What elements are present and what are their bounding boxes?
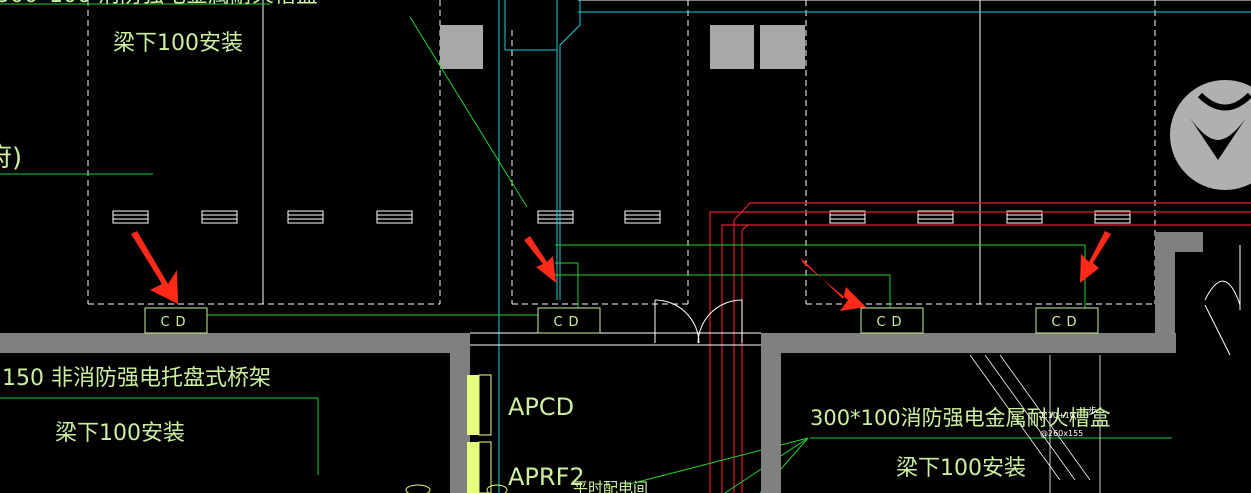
panel-label-apcd: APCD — [508, 393, 574, 421]
gray-block — [710, 25, 754, 69]
red-arrow-icon — [524, 236, 556, 283]
install-note-left: 梁下100安装 — [55, 421, 185, 446]
bottom-fixtures — [405, 484, 508, 493]
red-arrow-icon — [801, 258, 866, 311]
panel-label-aprf2: APRF2 — [508, 463, 585, 491]
wall-edge-lines — [470, 332, 761, 346]
door-swing-icon — [654, 299, 743, 344]
red-arrows — [131, 231, 1111, 311]
install-note-right: 梁下100安装 — [896, 456, 1026, 481]
stair-lines — [969, 354, 1101, 493]
red-arrow-icon — [1080, 231, 1111, 283]
paren-fragment: 府) — [0, 143, 22, 173]
cd-box: CD — [537, 307, 601, 334]
light-fixture — [829, 210, 866, 224]
panel-blocks — [467, 374, 492, 493]
watermark-logo-icon — [1170, 80, 1251, 190]
light-fixture — [1006, 210, 1043, 224]
light-fixture — [624, 210, 661, 224]
red-arrow-icon — [131, 231, 178, 304]
light-fixture — [537, 210, 574, 224]
cd-box: CD — [1035, 307, 1099, 334]
cd-box-label: CD — [553, 315, 584, 330]
room-label: 平时配电间 — [573, 479, 648, 493]
dim-annotation: @260x155 — [1040, 429, 1083, 438]
red-tray-lines — [709, 202, 1251, 493]
light-fixture — [201, 210, 238, 224]
top-clipped-caption: 300*100 消防强电金属耐火槽盒 — [0, 0, 318, 8]
cd-box-label: CD — [876, 315, 907, 330]
tray-caption-left: 150 非消防强电托盘式桥架 — [2, 366, 271, 391]
step-annotation: 步 — [1088, 406, 1097, 417]
cd-boxes: CD CD CD CD — [144, 307, 1099, 334]
light-fixtures — [112, 210, 1131, 224]
cd-box: CD — [860, 307, 924, 334]
thin-white-lines — [262, 0, 1251, 304]
green-leader-lines — [0, 3, 1172, 493]
light-fixture — [917, 210, 954, 224]
gray-block — [440, 25, 483, 69]
tray-caption-right: 300*100消防强电金属耐火槽盒 — [810, 406, 1111, 430]
text-labels: 300*100 消防强电金属耐火槽盒 梁下100安装 府) 150 非消防强电托… — [0, 0, 1111, 493]
dim-annotation: 1:10+10 — [1040, 411, 1075, 420]
light-fixture — [376, 210, 413, 224]
cyan-conduits — [498, 0, 1251, 493]
door-swing-icon-right — [1204, 245, 1241, 356]
dashed-room-outlines — [87, 0, 1156, 305]
cd-box: CD — [144, 307, 208, 334]
gray-block — [760, 25, 805, 69]
cd-box-label: CD — [160, 315, 191, 330]
light-fixture — [112, 210, 149, 224]
light-fixture — [287, 210, 324, 224]
walls — [0, 232, 1203, 493]
light-fixture — [1094, 210, 1131, 224]
cd-box-label: CD — [1051, 315, 1082, 330]
install-note-top: 梁下100安装 — [113, 31, 243, 56]
